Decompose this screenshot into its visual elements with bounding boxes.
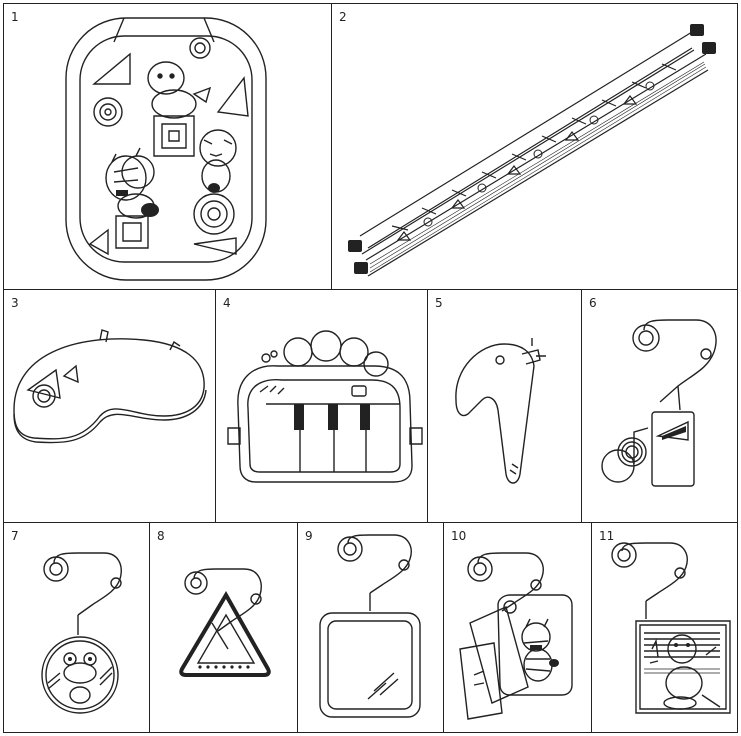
panel-number: 9 bbox=[305, 529, 313, 543]
panel-5: 5 bbox=[427, 289, 583, 524]
panel-6: 6 bbox=[581, 289, 738, 524]
panel-11: 11 bbox=[591, 522, 738, 733]
panel-number: 10 bbox=[451, 529, 467, 543]
panel-number: 1 bbox=[11, 10, 19, 24]
play-mat-illustration bbox=[4, 4, 334, 292]
panel-7: 7 bbox=[3, 522, 151, 733]
support-pillow-illustration bbox=[4, 290, 218, 525]
triangle-rattle-illustration bbox=[150, 523, 300, 734]
picture-cards-toy-illustration bbox=[444, 523, 594, 734]
panel-1: 1 bbox=[3, 3, 333, 291]
panel-4: 4 bbox=[215, 289, 429, 524]
panel-number: 8 bbox=[157, 529, 165, 543]
music-note-rattle-illustration bbox=[582, 290, 739, 525]
panel-number: 11 bbox=[599, 529, 615, 543]
piano-toy-illustration bbox=[216, 290, 430, 525]
panel-number: 4 bbox=[223, 296, 231, 310]
panel-number: 2 bbox=[339, 10, 347, 24]
panel-number: 7 bbox=[11, 529, 19, 543]
panel-8: 8 bbox=[149, 522, 299, 733]
panel-10: 10 bbox=[443, 522, 593, 733]
panel-number: 5 bbox=[435, 296, 443, 310]
frog-disc-toy-illustration bbox=[4, 523, 152, 734]
arch-connector-illustration bbox=[428, 290, 584, 525]
panel-2: 2 bbox=[331, 3, 738, 291]
panel-9: 9 bbox=[297, 522, 445, 733]
panel-number: 3 bbox=[11, 296, 19, 310]
toy-arch-bars-illustration bbox=[348, 24, 716, 292]
mirror-toy-illustration bbox=[298, 523, 446, 734]
frog-card-toy-illustration bbox=[592, 523, 739, 734]
panel-3: 3 bbox=[3, 289, 217, 524]
panel-number: 6 bbox=[589, 296, 597, 310]
